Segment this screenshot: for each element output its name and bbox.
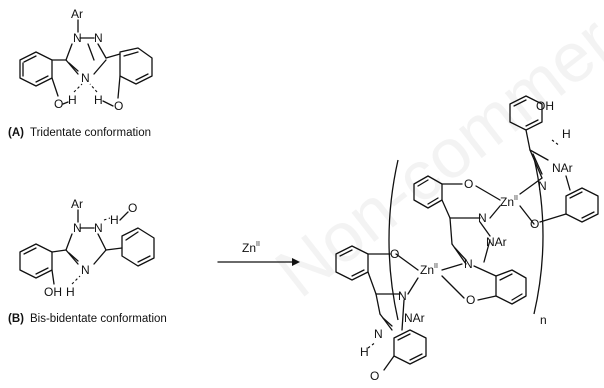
phenol-ring-left-b xyxy=(19,243,67,285)
n-top-label: N xyxy=(538,179,547,193)
o-bottom-terminal-label: O xyxy=(370,369,379,383)
n4-label-a: N xyxy=(81,71,90,85)
zn-lower-label: ZnII xyxy=(420,263,438,277)
nar-bottom-label: NAr xyxy=(404,311,425,325)
n-bracket-label: N xyxy=(478,211,487,225)
n2-label-a: N xyxy=(94,31,103,45)
triazole-ring-b xyxy=(65,209,107,265)
product-zinc-polymer: n O N NAr N O ZnII xyxy=(335,95,599,383)
caption-b-text: Bis-bidentate conformation xyxy=(30,313,167,325)
bracket-ligand xyxy=(413,175,527,305)
caption-a-letter: (A) xyxy=(8,127,24,139)
h-top-label-b: H xyxy=(110,213,119,227)
h-left-label-a: H xyxy=(68,93,77,107)
n-bottom-lower-label: N xyxy=(374,327,383,341)
o-bracket-top-label: O xyxy=(464,177,473,191)
o-bracket-bottom-label: O xyxy=(466,293,475,307)
reagent-label: ZnII xyxy=(242,241,260,255)
h-right-label-a: H xyxy=(94,93,103,107)
structure-b-bis-bidentate: Ar N N N H O OH H xyxy=(19,197,155,299)
o-top-label-b: O xyxy=(128,201,137,215)
phenol-ring-right-b xyxy=(105,227,155,267)
oh-top-label: OH xyxy=(536,99,554,113)
o-bottom-chelate-label: O xyxy=(390,247,399,261)
n2-label-b: N xyxy=(94,221,103,235)
zn-upper-label: ZnII xyxy=(500,195,518,209)
n1-label-a: N xyxy=(73,31,82,45)
n4-label-b: N xyxy=(81,263,90,277)
terminal-ligand-top xyxy=(509,95,599,223)
n-bracket-lower-label: N xyxy=(464,257,473,271)
oh-left-label-b: OH xyxy=(44,285,62,299)
repeat-paren-right xyxy=(533,157,544,315)
phenol-ring-left-a xyxy=(19,51,67,97)
o-top-chelate-label: O xyxy=(530,217,539,231)
triazole-ring-a xyxy=(65,19,107,75)
nar-bracket-label: NAr xyxy=(486,235,507,249)
structure-a-tridentate: Ar N N N O H H O xyxy=(19,7,153,113)
h-bottom-label-b: H xyxy=(66,285,75,299)
h-top-hb-label: H xyxy=(562,127,571,141)
caption-a-text: Tridentate conformation xyxy=(30,127,151,139)
o-right-label-a: O xyxy=(114,99,123,113)
ar-label-a: Ar xyxy=(71,7,83,21)
phenol-ring-right-a xyxy=(105,47,153,99)
ar-label-b: Ar xyxy=(71,197,83,211)
terminal-ligand-bottom xyxy=(335,245,427,371)
n1-label-b: N xyxy=(73,221,82,235)
nar-top-label: NAr xyxy=(552,161,573,175)
o-left-label-a: O xyxy=(54,97,63,111)
repeat-n-label: n xyxy=(540,313,547,327)
repeat-paren-left xyxy=(388,159,399,321)
caption-b-letter: (B) xyxy=(8,313,24,325)
reaction-arrow xyxy=(217,258,300,266)
n-bottom-label: N xyxy=(398,289,407,303)
h-bottom-hb-label: H xyxy=(360,345,369,359)
